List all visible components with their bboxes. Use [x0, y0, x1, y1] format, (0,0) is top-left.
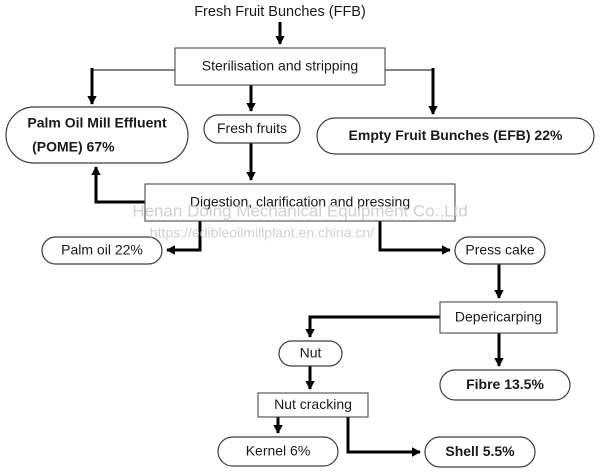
connector-digestion-to-pome: [91, 166, 145, 204]
node-sterilisation[interactable]: Sterilisation and stripping: [174, 47, 386, 86]
node-label: Nut cracking: [274, 396, 352, 412]
connector-digestion-to-press-cake: [378, 221, 451, 255]
diagram-title: Fresh Fruit Bunches (FFB): [194, 4, 366, 20]
node-nut-cracking[interactable]: Nut cracking: [257, 392, 369, 418]
node-shape-pill: [203, 114, 301, 144]
node-fibre[interactable]: Fibre 13.5%: [439, 369, 571, 401]
node-label: Digestion, clarification and pressing: [190, 194, 410, 210]
node-shape-rect: [174, 47, 386, 86]
node-label: Kernel 6%: [246, 443, 311, 459]
node-shell[interactable]: Shell 5.5%: [424, 436, 536, 468]
node-shape-rect: [257, 392, 369, 418]
node-shape-pill: [424, 436, 536, 468]
watermark-url: https://edibleoilmillplant.en.china.cn/: [150, 225, 374, 241]
node-label: Nut: [300, 345, 322, 361]
node-shape-pill: [5, 106, 189, 164]
node-shape-pill: [454, 236, 546, 265]
node-shape-pill: [316, 117, 595, 155]
connector-layer: [87, 22, 504, 457]
node-label: Fibre 13.5%: [466, 376, 544, 392]
connector-depericarping-to-nut: [305, 315, 440, 338]
node-shape-pill: [278, 340, 343, 367]
node-efb[interactable]: Empty Fruit Bunches (EFB) 22%: [316, 117, 595, 155]
node-palm-oil[interactable]: Palm oil 22%: [41, 236, 163, 265]
connector-nut-cracking-to-shell: [346, 417, 421, 457]
connector-digestion-to-palm-oil: [166, 221, 202, 255]
node-label: Press cake: [465, 242, 534, 258]
node-shape-pill: [217, 436, 339, 467]
node-pome[interactable]: Palm Oil Mill Effluent (POME) 67%: [5, 106, 189, 164]
node-kernel[interactable]: Kernel 6%: [217, 436, 339, 467]
node-digestion[interactable]: Digestion, clarification and pressing: [144, 183, 456, 222]
node-label-line2: (POME) 67%: [32, 139, 115, 155]
node-label: Depericarping: [455, 309, 542, 325]
node-press-cake[interactable]: Press cake: [454, 236, 546, 265]
node-label: Palm oil 22%: [61, 242, 143, 258]
node-label: Empty Fruit Bunches (EFB) 22%: [349, 127, 563, 143]
node-depericarping[interactable]: Depericarping: [439, 301, 558, 334]
node-label-line1: Palm Oil Mill Effluent: [27, 115, 167, 131]
node-shape-pill: [41, 236, 163, 265]
node-fresh-fruits[interactable]: Fresh fruits: [203, 114, 301, 144]
node-label: Fresh fruits: [217, 120, 287, 136]
node-shape-rect: [439, 301, 558, 334]
node-shape-pill: [439, 369, 571, 401]
node-label: Sterilisation and stripping: [202, 58, 358, 74]
node-label: Shell 5.5%: [445, 443, 515, 459]
node-nut[interactable]: Nut: [278, 340, 343, 367]
node-shape-rect: [144, 183, 456, 222]
